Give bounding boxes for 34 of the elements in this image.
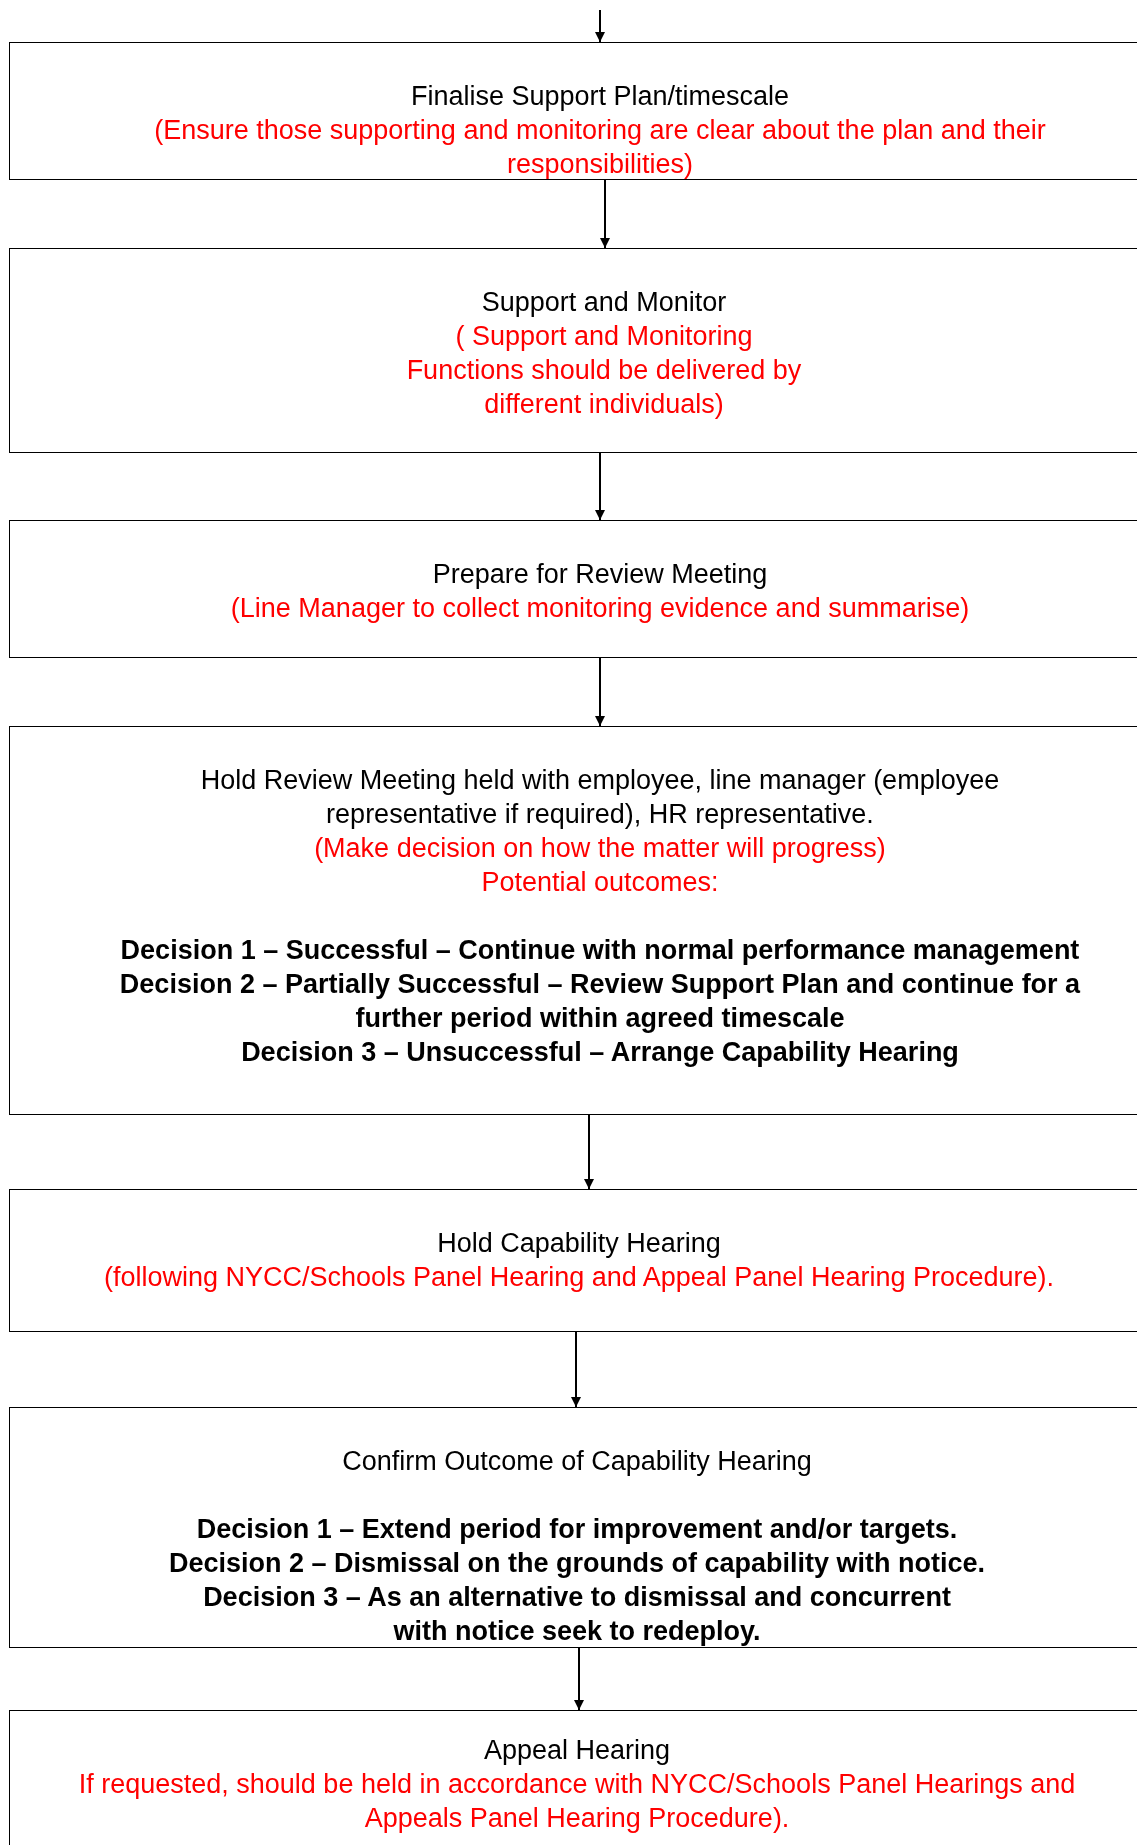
step-note: If requested, should be held in accordance with NYCC/Schools Panel Hearings and Appeals Panel Hearing Procedure). [77,1768,1077,1835]
process-box [9,42,1137,180]
arrow [584,1114,594,1190]
decision-text: Decision 3 – As an alternative to dismissal and concurrent with notice seek to redeploy. [202,1581,952,1648]
arrow [600,179,610,249]
step-heading: Finalise Support Plan/timescale [410,80,790,113]
step-heading: Hold Capability Hearing [437,1227,721,1260]
step-note: (Line Manager to collect monitoring evidence and summarise) [230,592,970,625]
step-heading: Support and Monitor [481,286,727,319]
arrow [574,1647,584,1711]
process-box [9,248,1137,453]
step-heading: Confirm Outcome of Capability Hearing [342,1445,812,1478]
arrow [571,1331,581,1408]
process-box [9,1189,1137,1332]
arrow [595,9,605,43]
process-box [9,726,1137,1115]
arrow [595,657,605,727]
arrow [595,452,605,521]
step-note: (Make decision on how the matter will progress) [314,832,886,865]
decision-text: Decision 1 – Extend period for improvement and/or targets. [196,1513,958,1546]
decision-text: Decision 3 – Unsuccessful – Arrange Capability Hearing [241,1036,959,1069]
step-heading: Hold Review Meeting held with employee, line manager (employee representative if required), HR representative. [199,764,1001,831]
step-note: Potential outcomes: [481,866,719,899]
decision-text: Decision 2 – Partially Successful – Review Support Plan and continue for a further period within agreed timescale [118,968,1082,1035]
step-heading: Appeal Hearing [483,1734,671,1767]
step-note: ( Support and Monitoring Functions should be delivered by different individuals) [405,320,803,421]
process-box [9,1407,1137,1648]
step-note: (Ensure those supporting and monitoring are clear about the plan and their responsibilities) [153,114,1047,181]
decision-text: Decision 1 – Successful – Continue with normal performance management [120,934,1080,967]
step-heading: Prepare for Review Meeting [432,558,768,591]
process-box [9,1710,1137,1845]
decision-text: Decision 2 – Dismissal on the grounds of capability with notice. [168,1547,986,1580]
process-box [9,520,1137,658]
step-note: (following NYCC/Schools Panel Hearing and Appeal Panel Hearing Procedure). [103,1261,1054,1294]
